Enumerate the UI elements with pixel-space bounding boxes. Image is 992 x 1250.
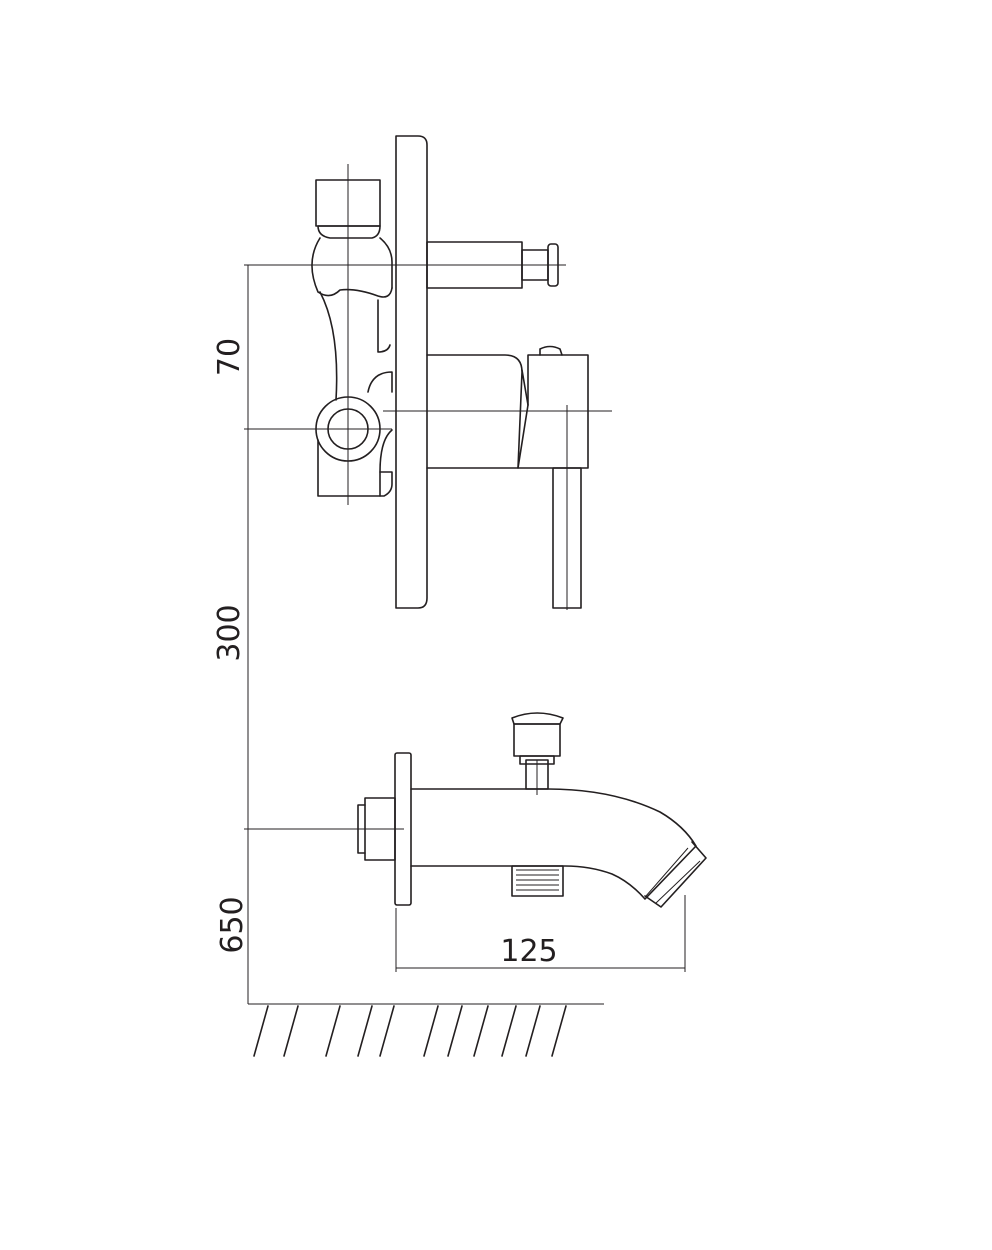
wall-plate: [395, 135, 428, 609]
spout-body: [410, 788, 697, 900]
floor-hatch-line: [379, 1005, 395, 1057]
mixer-assembly: [283, 135, 612, 610]
dimensions: 70 300 650 125: [212, 264, 686, 1004]
spout-thread: [511, 865, 564, 897]
floor-hatch-line: [473, 1005, 489, 1057]
dim-125-label: 125: [500, 934, 557, 969]
mixer-lever: [383, 345, 612, 610]
floor-hatch-line: [253, 1005, 269, 1057]
floor-hatch-line: [525, 1005, 541, 1057]
dim-650-label: 650: [215, 896, 250, 953]
floor-hatch: [248, 1003, 604, 1057]
floor-hatch-line: [447, 1005, 463, 1057]
floor-hatch-line: [501, 1005, 517, 1057]
floor-hatch-line: [551, 1005, 567, 1057]
dim-70-label: 70: [212, 338, 247, 376]
floor-hatch-line: [423, 1005, 439, 1057]
valve-body: [296, 164, 393, 505]
floor-hatch-line: [357, 1005, 373, 1057]
bath-spout: [290, 712, 707, 908]
dim-300-label: 300: [212, 604, 247, 661]
floor-hatch-line: [325, 1005, 341, 1057]
floor-hatch-line: [283, 1005, 299, 1057]
spout-diverter-knob: [511, 712, 564, 795]
diverter-spindle: [283, 241, 566, 289]
